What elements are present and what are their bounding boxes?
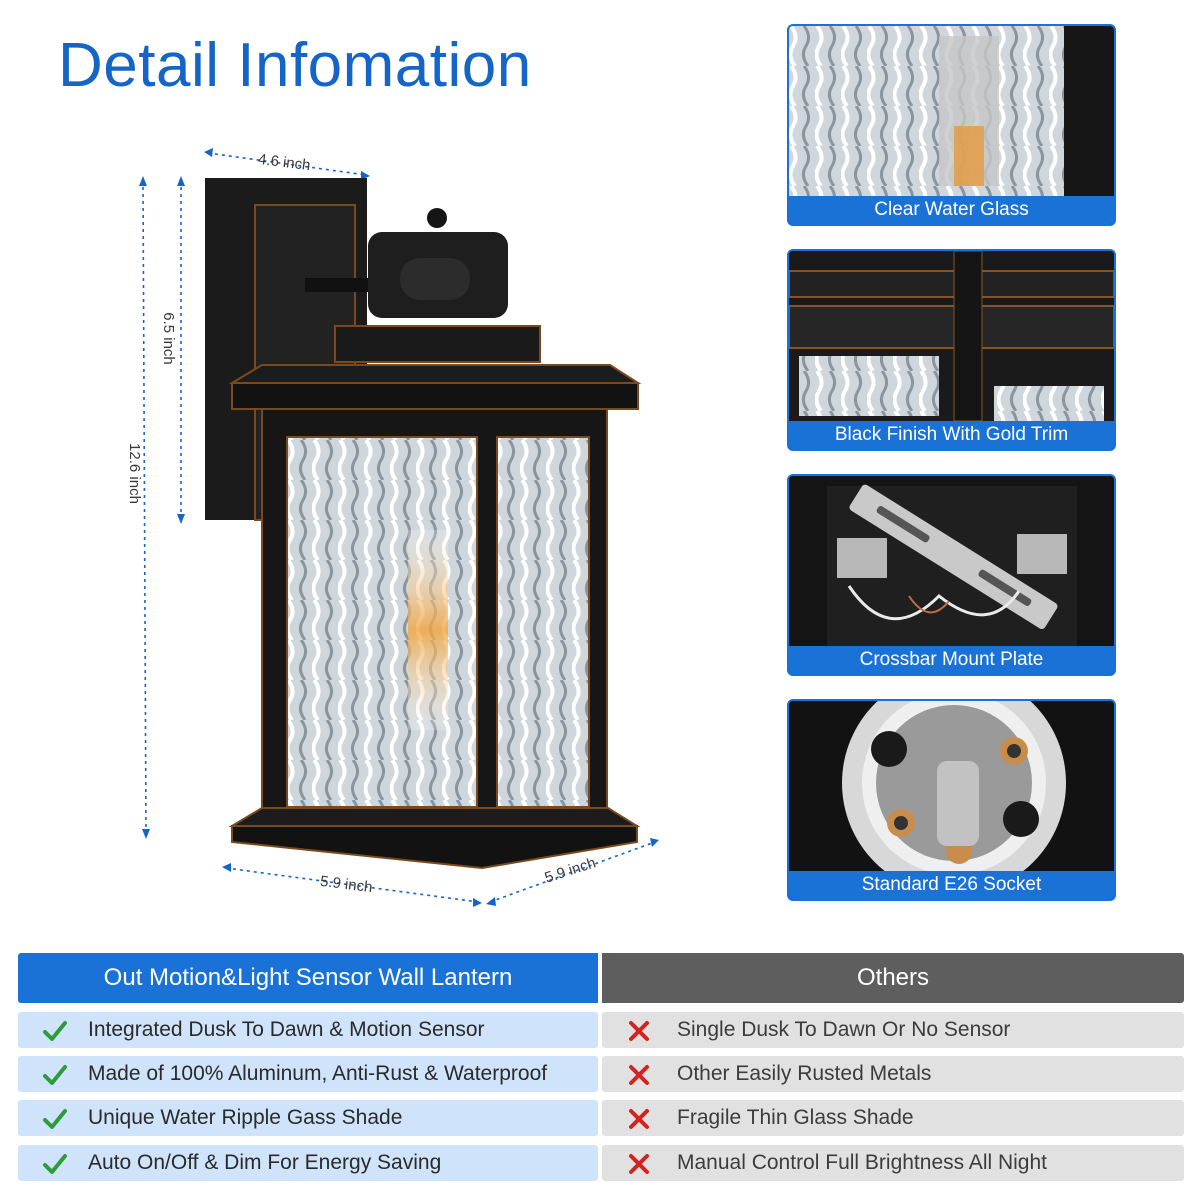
comparison-row-ours: Unique Water Ripple Gass Shade xyxy=(18,1100,598,1136)
dimension-label-total-height: 12.6 inch xyxy=(125,443,143,504)
comparison-row-text: Manual Control Full Brightness All Night xyxy=(677,1151,1048,1174)
cross-icon xyxy=(629,1021,649,1041)
comparison-row-ours: Integrated Dusk To Dawn & Motion Sensor xyxy=(18,1012,598,1048)
comparison-row-text: Fragile Thin Glass Shade xyxy=(677,1106,914,1129)
detail-card-mount-plate: Crossbar Mount Plate xyxy=(787,474,1116,676)
checkmark-icon xyxy=(43,1109,67,1129)
comparison-header-others: Others xyxy=(602,953,1184,1003)
detail-card-caption: Standard E26 Socket xyxy=(789,871,1114,899)
dimension-lines xyxy=(142,152,656,903)
checkmark-icon xyxy=(43,1065,67,1085)
detail-card-finish: Black Finish With Gold Trim xyxy=(787,249,1116,451)
dimension-label-backplate-height: 6.5 inch xyxy=(159,312,177,365)
checkmark-icon xyxy=(43,1021,67,1041)
comparison-row-text: Integrated Dusk To Dawn & Motion Sensor xyxy=(88,1018,485,1041)
comparison-row-ours: Made of 100% Aluminum, Anti-Rust & Water… xyxy=(18,1056,598,1092)
cross-icon xyxy=(629,1065,649,1085)
lantern-illustration xyxy=(139,148,659,907)
lantern-drawing xyxy=(139,148,659,907)
page-title: Detail Infomation xyxy=(58,31,532,100)
detail-card-caption: Black Finish With Gold Trim xyxy=(789,421,1114,449)
detail-card-glass: Clear Water Glass xyxy=(787,24,1116,226)
detail-card-caption: Clear Water Glass xyxy=(789,196,1114,224)
glass-closeup-image xyxy=(789,26,1114,196)
finish-closeup-image xyxy=(789,251,1114,421)
comparison-row-text: Other Easily Rusted Metals xyxy=(677,1062,932,1085)
detail-card-caption: Crossbar Mount Plate xyxy=(789,646,1114,674)
comparison-row-others: Manual Control Full Brightness All Night xyxy=(602,1145,1184,1181)
cross-icon xyxy=(629,1154,649,1174)
comparison-row-text: Unique Water Ripple Gass Shade xyxy=(88,1106,403,1129)
checkmark-icon xyxy=(43,1154,67,1174)
mount-plate-image xyxy=(789,476,1114,646)
comparison-row-others: Other Easily Rusted Metals xyxy=(602,1056,1184,1092)
comparison-row-ours: Auto On/Off & Dim For Energy Saving xyxy=(18,1145,598,1181)
socket-closeup-image xyxy=(789,701,1114,871)
comparison-header-ours: Out Motion&Light Sensor Wall Lantern xyxy=(18,953,598,1003)
comparison-row-others: Fragile Thin Glass Shade xyxy=(602,1100,1184,1136)
comparison-row-others: Single Dusk To Dawn Or No Sensor xyxy=(602,1012,1184,1048)
comparison-row-text: Single Dusk To Dawn Or No Sensor xyxy=(677,1018,1011,1041)
comparison-row-text: Auto On/Off & Dim For Energy Saving xyxy=(88,1151,442,1174)
detail-card-socket: Standard E26 Socket xyxy=(787,699,1116,901)
cross-icon xyxy=(629,1109,649,1129)
dimension-arrowheads xyxy=(139,148,659,907)
comparison-row-text: Made of 100% Aluminum, Anti-Rust & Water… xyxy=(88,1062,548,1085)
